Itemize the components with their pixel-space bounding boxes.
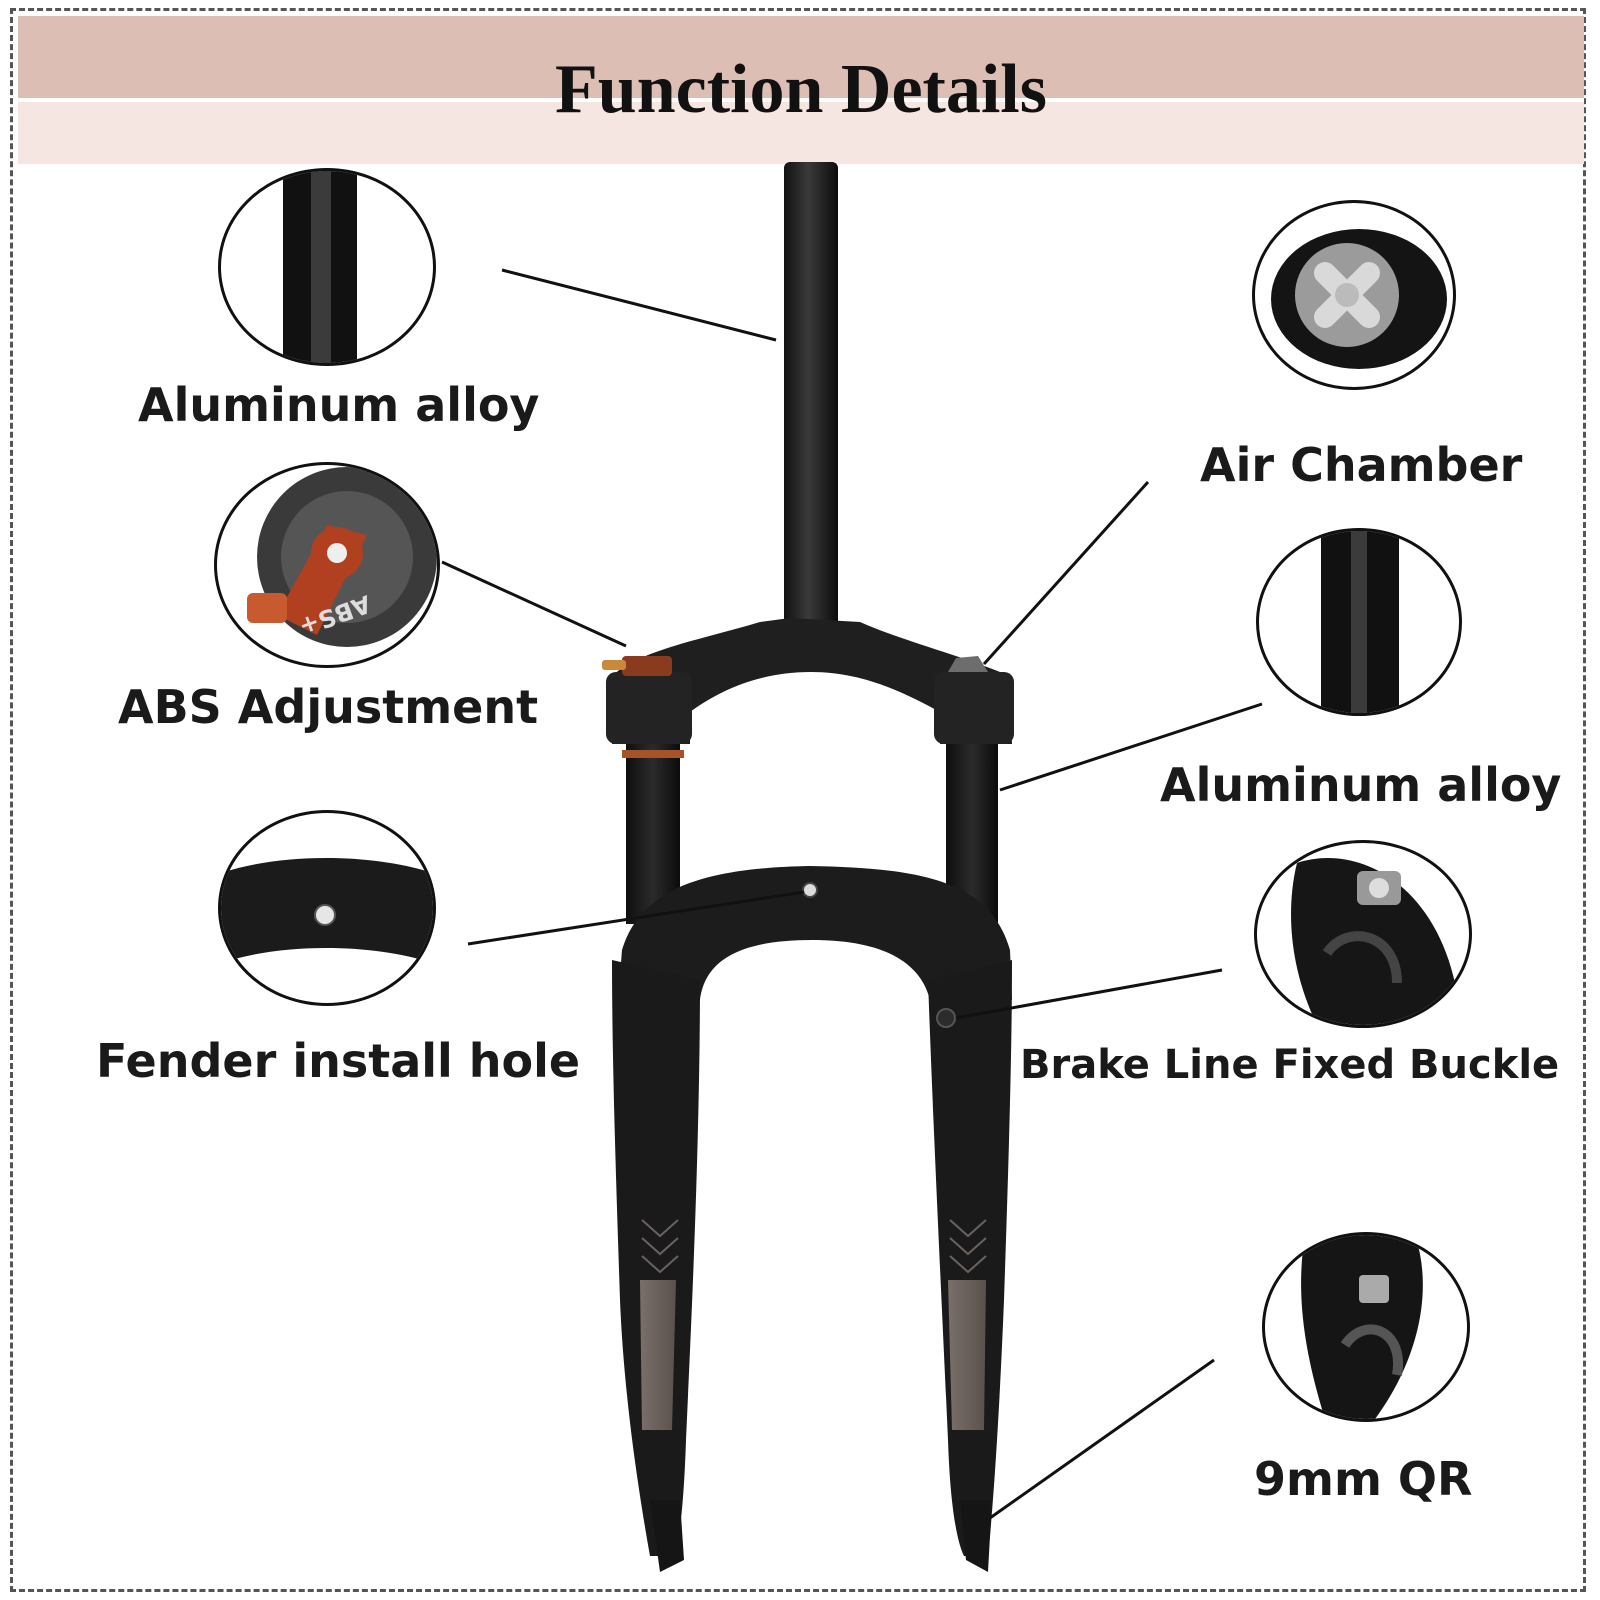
dashed-border (10, 8, 1586, 1592)
leader-lines (441, 268, 1263, 1520)
dropout-left (650, 1500, 684, 1572)
inset-abs-knob: ABS+ (214, 462, 440, 668)
label-fender-install-hole: Fender install hole (96, 1034, 581, 1088)
leader-aluminum-left (501, 268, 777, 342)
fender-hole (802, 882, 818, 898)
label-air-chamber: Air Chamber (1200, 438, 1523, 492)
label-aluminum-alloy-right: Aluminum alloy (1160, 758, 1562, 812)
abs-knob-lever (602, 660, 626, 670)
decal-chevrons-left (641, 1219, 679, 1274)
leader-aluminum-right (999, 702, 1263, 792)
inset-9mm-qr (1262, 1232, 1470, 1422)
decal-left (640, 1280, 676, 1430)
inset-air-chamber (1252, 200, 1456, 390)
fork-crown (612, 618, 1012, 744)
header-divider (18, 98, 1584, 104)
lower-leg-right (928, 960, 1012, 1556)
inset-fender-hole (218, 810, 436, 1006)
steerer-tube (784, 162, 838, 632)
leader-air (982, 480, 1150, 666)
abs-knob-base (622, 656, 672, 676)
label-abs-adjustment: ABS Adjustment (118, 680, 539, 734)
brake-buckle-bolt (936, 1008, 956, 1028)
page-title: Function Details (555, 51, 1047, 128)
leader-qr (989, 1358, 1215, 1520)
leader-abs (441, 560, 627, 648)
header-banner: Function Details (18, 16, 1584, 164)
header-band (18, 16, 1584, 102)
inset-aluminum-left (218, 168, 436, 366)
air-cap (948, 656, 988, 672)
dropout-right (960, 1500, 992, 1572)
lower-leg-left (612, 960, 700, 1556)
inset-aluminum-right (1256, 528, 1462, 716)
decal-right (948, 1280, 986, 1430)
crown-left-cap (606, 672, 692, 744)
label-9mm-qr: 9mm QR (1254, 1452, 1473, 1506)
leader-fender (467, 890, 805, 946)
inset-brake-buckle (1254, 840, 1472, 1028)
leader-brake (955, 968, 1223, 1020)
crown-right-cap (934, 672, 1014, 744)
stanchion-left-ring (622, 750, 684, 758)
label-brake-line-fixed-buckle: Brake Line Fixed Buckle (1020, 1042, 1560, 1088)
header-band-light (18, 102, 1584, 164)
decal-chevrons-right (949, 1219, 987, 1274)
lower-arch (618, 866, 1012, 1000)
label-aluminum-alloy-left: Aluminum alloy (138, 378, 540, 432)
